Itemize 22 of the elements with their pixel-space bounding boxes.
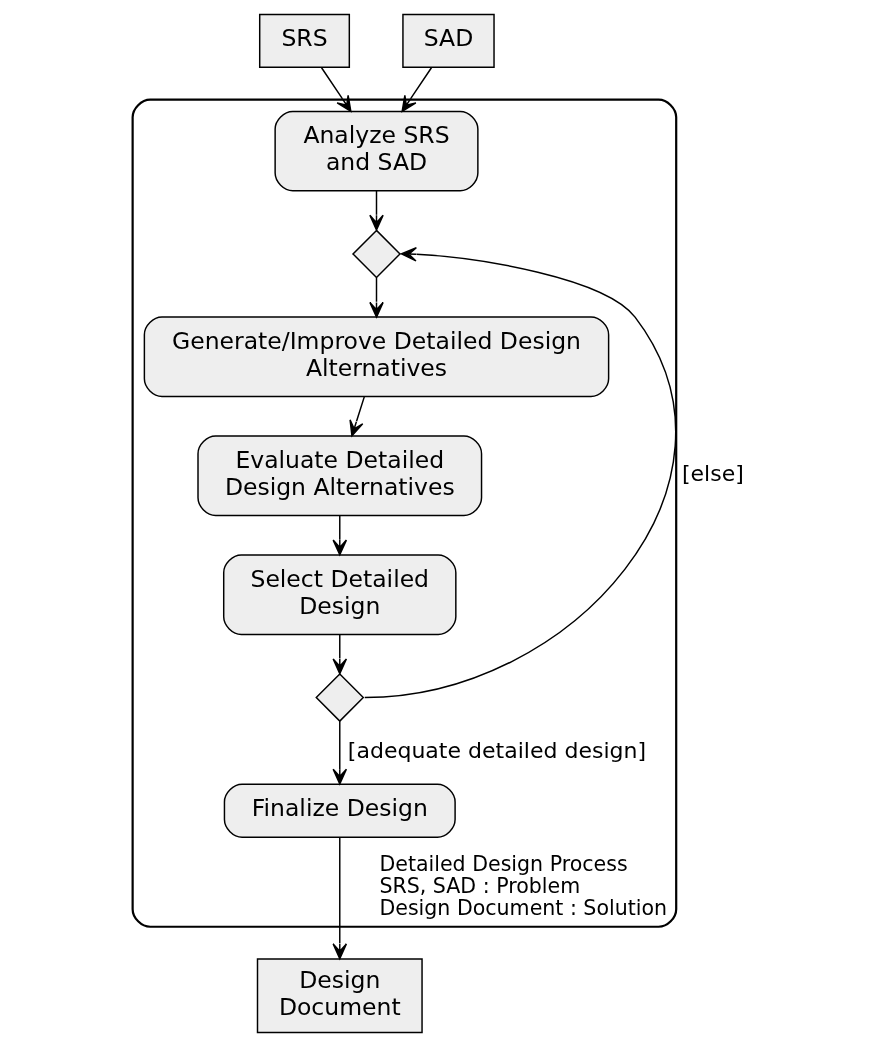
arrow xyxy=(332,836,348,960)
arrow xyxy=(320,67,352,113)
node-diamond xyxy=(351,229,402,279)
edge-label: [else] xyxy=(682,460,744,486)
node-box: SAD xyxy=(402,13,495,69)
node-box: Analyze SRS and SAD xyxy=(274,110,479,192)
node-box: Select Detailed Design xyxy=(222,554,457,636)
arrow xyxy=(332,515,348,556)
arrow xyxy=(332,633,348,675)
arrow xyxy=(401,67,433,113)
arrow xyxy=(369,190,384,231)
node-diamond xyxy=(315,673,365,723)
node-box: Design Document xyxy=(256,958,423,1034)
arrow xyxy=(369,276,384,318)
arrow xyxy=(364,247,676,699)
node-box: Finalize Design xyxy=(223,783,456,838)
arrow xyxy=(349,396,365,437)
node-box: Evaluate Detailed Design Alternatives xyxy=(197,435,483,517)
edge-label: [adequate detailed design] xyxy=(347,737,647,763)
arrow xyxy=(332,720,348,785)
node-box: Generate/Improve Detailed Design Alternatives xyxy=(143,316,610,398)
node-box: SRS xyxy=(258,13,351,69)
